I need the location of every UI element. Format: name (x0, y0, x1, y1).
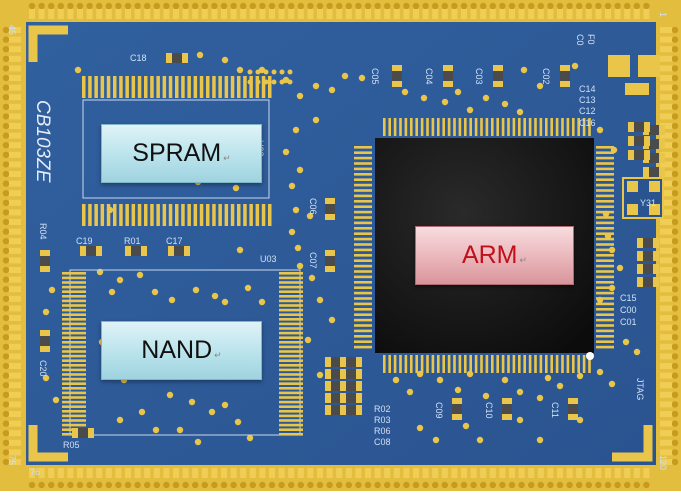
silk-f0: F0 (586, 34, 596, 45)
spram-pins (82, 76, 272, 226)
silk-y31: Y31 (640, 198, 657, 208)
silk-c14: C14 (579, 84, 596, 94)
edge-pads-right (660, 26, 679, 466)
silk-c0: C0 (575, 34, 585, 46)
nand-label: NAND (141, 336, 213, 364)
edge-pads-top (28, 2, 650, 19)
silk-u03: U03 (260, 254, 277, 264)
silk-c07: C07 (308, 252, 318, 269)
silk-c17: C17 (166, 236, 183, 246)
silk-pin75: 75 (7, 455, 17, 466)
silk-jtag: JTAG (635, 378, 645, 401)
silk-c01: C01 (620, 317, 637, 327)
silk-c19: C19 (76, 236, 93, 246)
arm-label-box: ARM↵ (415, 226, 574, 285)
silk-c20: C20 (38, 360, 48, 377)
silk-c02: C02 (541, 68, 551, 85)
silk-c04: C04 (424, 68, 434, 85)
pin1-marker-dot (586, 352, 594, 360)
silk-r02: R02 (374, 404, 391, 414)
silk-c03: C03 (474, 68, 484, 85)
corner-mark-bottom-left (28, 425, 68, 462)
silk-c12: C12 (579, 106, 596, 116)
spram-label: SPRAM (132, 139, 222, 167)
silk-r05: R05 (63, 440, 80, 450)
corner-mark-bottom-right (612, 425, 653, 462)
silk-pin1: 1 (658, 12, 668, 18)
board-model-text: CB103ZE (32, 100, 53, 183)
silk-pin76: 76 (30, 467, 41, 477)
silk-r01: R01 (124, 236, 141, 246)
nand-label-box: NAND↵ (101, 321, 262, 380)
return-mark: ↵ (214, 350, 222, 360)
via-dots (42, 51, 641, 446)
edge-pads-bottom (28, 468, 650, 489)
power-pads-top-right (608, 55, 660, 95)
spram-outline (82, 99, 270, 199)
nand-pins (62, 272, 303, 436)
corner-mark-top-left (28, 25, 68, 62)
silk-c18: C18 (130, 53, 147, 63)
silk-c09: C09 (434, 402, 444, 419)
silk-r06: R06 (374, 426, 391, 436)
crystal-y31 (622, 177, 664, 219)
silk-c00: C00 (620, 305, 637, 315)
spram-label-box: SPRAM↵ (101, 124, 262, 183)
edge-pads-left (2, 26, 21, 466)
silk-pin120: 120 (658, 455, 668, 471)
silk-r04: R04 (38, 223, 48, 240)
silk-c16: C16 (579, 118, 596, 128)
silk-pin45: 45 (7, 25, 17, 36)
silk-c05: C05 (370, 68, 380, 85)
silk-c10: C10 (484, 402, 494, 419)
silk-c08: C08 (374, 437, 391, 447)
silk-c13: C13 (579, 95, 596, 105)
silk-c15: C15 (620, 293, 637, 303)
silk-c11: C11 (550, 402, 560, 418)
passive-components (40, 53, 665, 438)
arm-label: ARM (461, 241, 518, 269)
return-mark: ↵ (519, 255, 528, 265)
arm-pins (354, 118, 614, 373)
silk-c06: C06 (308, 198, 318, 215)
return-mark: ↵ (223, 153, 231, 163)
silk-r03: R03 (374, 415, 391, 425)
